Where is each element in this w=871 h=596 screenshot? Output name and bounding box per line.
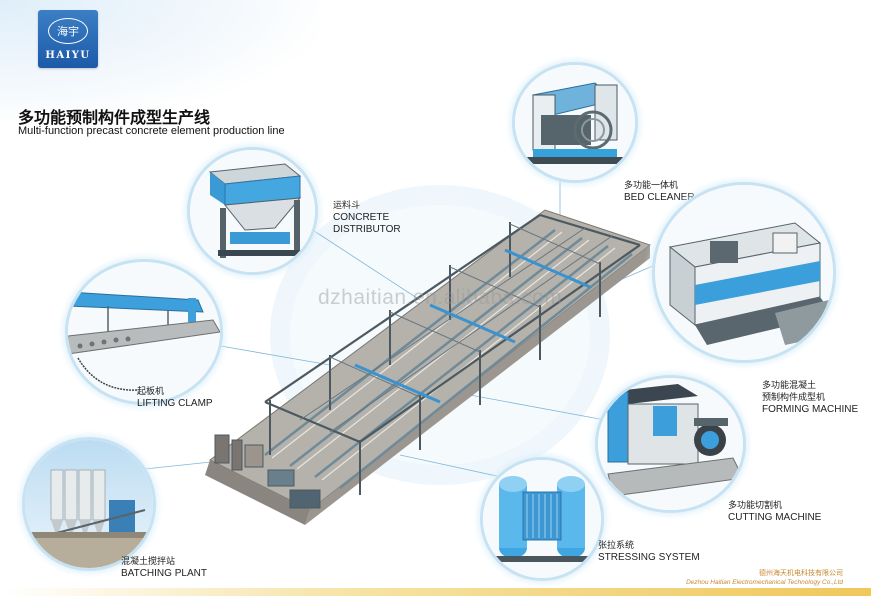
company-name-cn: 德州海天机电科技有限公司 <box>759 569 843 577</box>
company-name-en: Dezhou Haitian Electromechanical Technol… <box>686 579 843 586</box>
stressing-system-image <box>483 460 601 578</box>
logo-mark: 海宇 <box>48 18 88 44</box>
bed-cleaner-label: 多功能一体机 BED CLEANER <box>624 181 695 203</box>
watermark-text: dzhaitian.en.alibaba.com <box>318 286 563 309</box>
batching-plant-image <box>25 440 153 568</box>
lifting-clamp-label: 起板机 LIFTING CLAMP <box>137 387 213 409</box>
concrete-distributor-label: 运料斗 CONCRETE DISTRIBUTOR <box>333 201 401 235</box>
logo-text: HAIYU <box>45 50 91 61</box>
footer-bar <box>0 588 871 596</box>
batching-plant-label: 混凝土搅拌站 BATCHING PLANT <box>121 557 207 579</box>
page-title-cn: 多功能预制构件成型生产线 <box>18 108 211 127</box>
stressing-system-label: 张拉系统 STRESSING SYSTEM <box>598 541 700 563</box>
concrete-distributor-image <box>190 150 315 272</box>
production-hall <box>205 209 652 525</box>
cutting-machine-label: 多功能切割机 CUTTING MACHINE <box>728 501 822 523</box>
cutting-machine-image <box>598 378 743 510</box>
company-logo: 海宇 HAIYU <box>38 10 98 68</box>
lifting-clamp-image <box>68 262 220 402</box>
page-title-en: Multi-function precast concrete element … <box>18 125 285 137</box>
forming-machine-image <box>655 185 833 360</box>
forming-machine-label: 多功能混凝土 预制构件成型机 FORMING MACHINE <box>762 381 859 415</box>
bed-cleaner-image <box>515 65 635 180</box>
